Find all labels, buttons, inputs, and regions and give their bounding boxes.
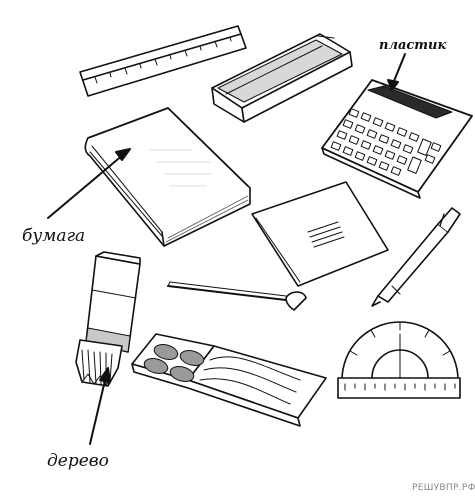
eraser [86, 252, 140, 352]
calculator [322, 80, 472, 198]
pencil-case [212, 34, 352, 122]
notebook [252, 182, 388, 286]
label-plastic: пластик [379, 38, 447, 53]
label-paper: бумага [22, 226, 86, 246]
pencils [76, 340, 122, 386]
arrows [48, 54, 405, 444]
pen [372, 208, 460, 306]
arrow-plastic [388, 54, 405, 90]
arrow-paper [48, 149, 130, 218]
ruler [80, 26, 246, 96]
protractor [338, 322, 460, 398]
arrow-wood [90, 368, 110, 444]
watermark: РЕШУВПР.РФ [412, 483, 475, 493]
book [85, 108, 250, 246]
paint-box [132, 334, 326, 426]
paint-brush [168, 282, 306, 310]
label-wood: дерево [47, 451, 109, 471]
